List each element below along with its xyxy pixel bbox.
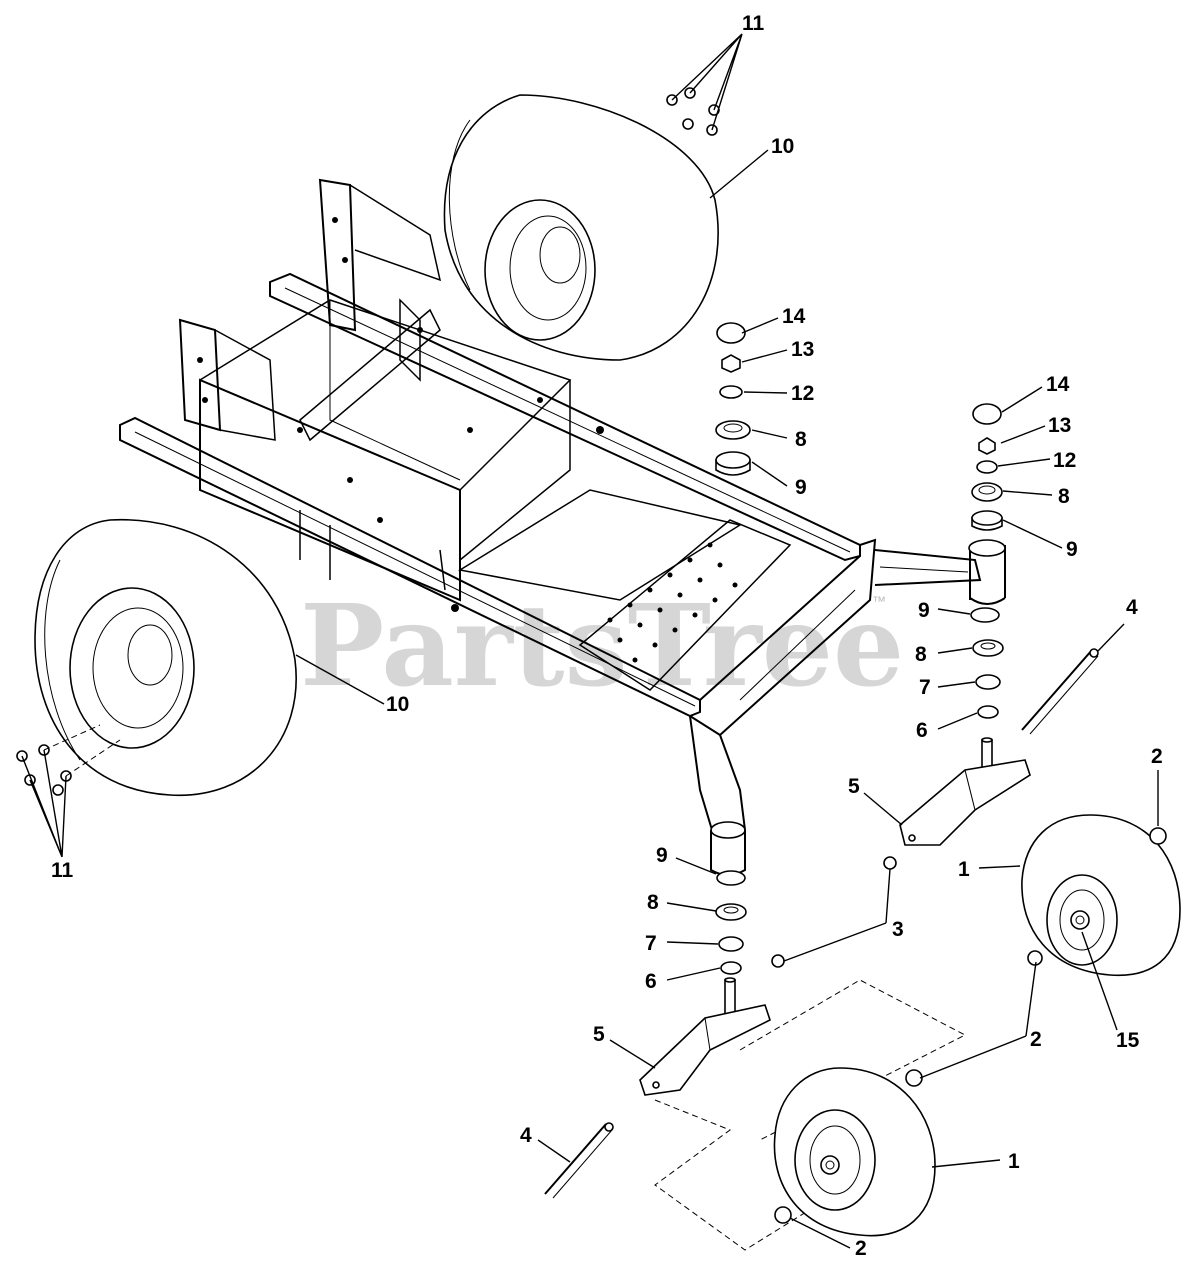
callout-9-mid: 9 [918,599,930,622]
callout-9-upper-left: 9 [795,476,807,499]
caster-wheel-lower [773,1067,936,1237]
callout-8-upper-left: 8 [795,428,807,451]
callout-4-lower: 4 [520,1124,532,1147]
callout-8-mid: 8 [915,643,927,666]
callout-10-top: 10 [771,135,794,158]
callout-2-top-right: 2 [1151,745,1163,768]
nut-upper [883,856,897,870]
bearing-stack-upper-right [971,403,1003,531]
axle-bolt-right [1021,648,1099,735]
bearing-stack-mid-right [970,607,1004,719]
callout-10-left: 10 [386,693,409,716]
caster-wheel-right [1021,814,1181,977]
callout-12-left: 12 [791,382,814,405]
callout-7-mid: 7 [919,676,931,699]
callout-15: 15 [1116,1029,1140,1052]
nut-lower [771,954,785,968]
callout-6-lower: 6 [645,970,657,993]
callout-5-right: 5 [848,775,860,798]
rear-tire-right [443,94,719,361]
callout-9-lower: 9 [656,844,668,867]
watermark-trademark: ™ [872,593,886,609]
callout-4-right: 4 [1126,596,1138,619]
chassis-frame [119,178,1006,876]
axle-bolt-lower [544,1122,614,1199]
callout-7-lower: 7 [645,932,657,955]
caster-fork-right [899,737,1031,846]
callout-6-mid: 6 [916,719,928,742]
callout-5-lower: 5 [593,1023,605,1046]
callout-labels: 11 10 14 13 12 8 9 14 13 12 8 9 4 9 8 7 … [51,12,1163,1260]
callout-3: 3 [892,918,904,941]
bearing-stack-lower [715,870,747,975]
rear-tire-left [34,518,297,796]
callout-13-left: 13 [791,338,814,361]
bearing-stack-upper-left [715,322,751,476]
leader-lines [21,33,1159,1249]
callout-9-upper-right: 9 [1066,538,1078,561]
lug-nuts-upper [666,87,720,136]
callout-14-right: 14 [1046,373,1070,396]
callout-2-bottom: 2 [855,1237,867,1260]
callout-1-lower: 1 [1008,1150,1020,1173]
callout-11-bottom: 11 [51,859,74,882]
callout-13-right: 13 [1048,414,1071,437]
callout-14-left: 14 [782,305,806,328]
callout-11-top: 11 [742,12,765,35]
callout-2-mid-right: 2 [1030,1028,1042,1051]
callout-12-right: 12 [1053,449,1076,472]
callout-8-lower: 8 [647,891,659,914]
watermark: PartsTree [300,581,904,712]
callout-8-upper-right: 8 [1058,485,1070,508]
callout-1-right: 1 [958,858,970,881]
caster-fork-lower [639,977,771,1096]
